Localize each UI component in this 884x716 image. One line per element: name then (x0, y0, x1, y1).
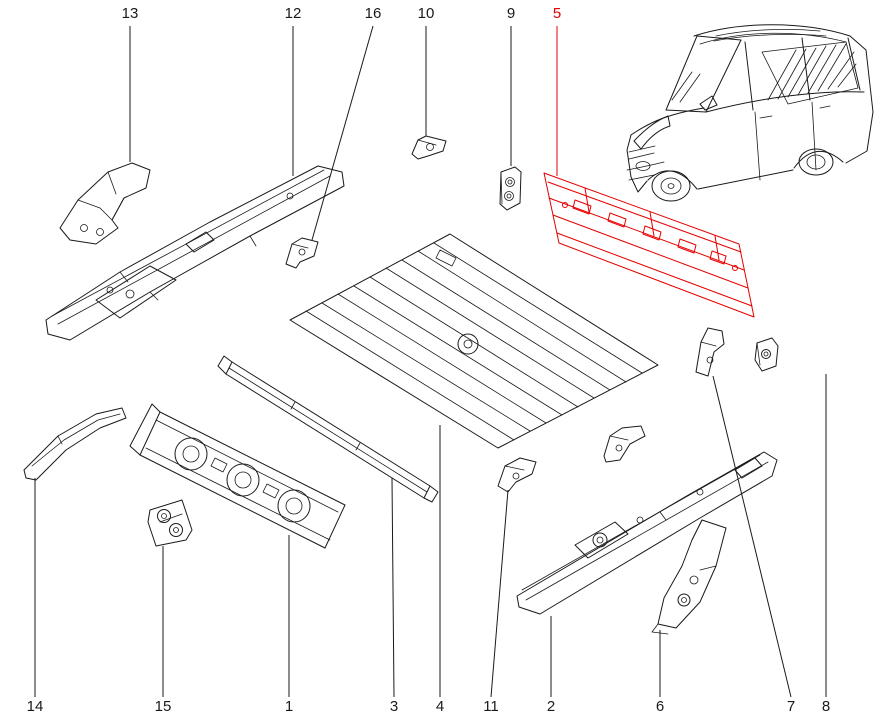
part-7-drawing (695, 327, 725, 377)
callout-11-label: 11 (483, 698, 499, 715)
part-13-drawing (59, 162, 151, 245)
part-15-drawing (147, 499, 193, 547)
callout-4-label: 4 (436, 698, 444, 715)
part-2-drawing (516, 425, 778, 615)
part-6-drawing (651, 519, 727, 635)
callout-3-line (391, 477, 395, 698)
part-9-drawing (499, 166, 522, 211)
part-10-drawing (411, 135, 447, 160)
front-wheel (651, 170, 691, 202)
mirror (699, 95, 718, 111)
part-3-drawing (217, 355, 439, 503)
callout-11-line (490, 489, 509, 698)
callout-10-label: 10 (418, 5, 435, 22)
callout-5-label: 5 (553, 5, 561, 22)
callout-9-label: 9 (507, 5, 515, 22)
vehicle-illustration (626, 24, 874, 202)
part-2-top-bracket (603, 425, 646, 463)
part-8-drawing (754, 337, 779, 372)
part-1-drawing (129, 403, 346, 549)
callout-16-label: 16 (365, 5, 382, 22)
callout-15-label: 15 (155, 698, 172, 715)
part-16-drawing (285, 237, 319, 269)
callout-12-label: 12 (285, 5, 302, 22)
callout-13-label: 13 (122, 5, 139, 22)
part-4-drawing (289, 233, 659, 449)
callout-8-label: 8 (822, 698, 830, 715)
callout-3-label: 3 (390, 698, 398, 715)
rear-wheel (798, 148, 834, 176)
callout-2-label: 2 (547, 698, 555, 715)
callout-7-line (712, 375, 792, 698)
part-5-drawing-highlighted (543, 172, 755, 318)
callout-7-label: 7 (787, 698, 795, 715)
callout-14-label: 14 (27, 698, 44, 715)
part-11-drawing (497, 457, 537, 493)
part-12-drawing (45, 165, 345, 341)
callout-16-line (311, 25, 374, 241)
headlight (633, 115, 671, 150)
highlighted-floor-area-hatch (761, 41, 859, 105)
callout-1-label: 1 (285, 698, 293, 715)
callout-6-label: 6 (656, 698, 664, 715)
brand-badge (635, 161, 651, 171)
part-14-drawing (23, 407, 127, 481)
